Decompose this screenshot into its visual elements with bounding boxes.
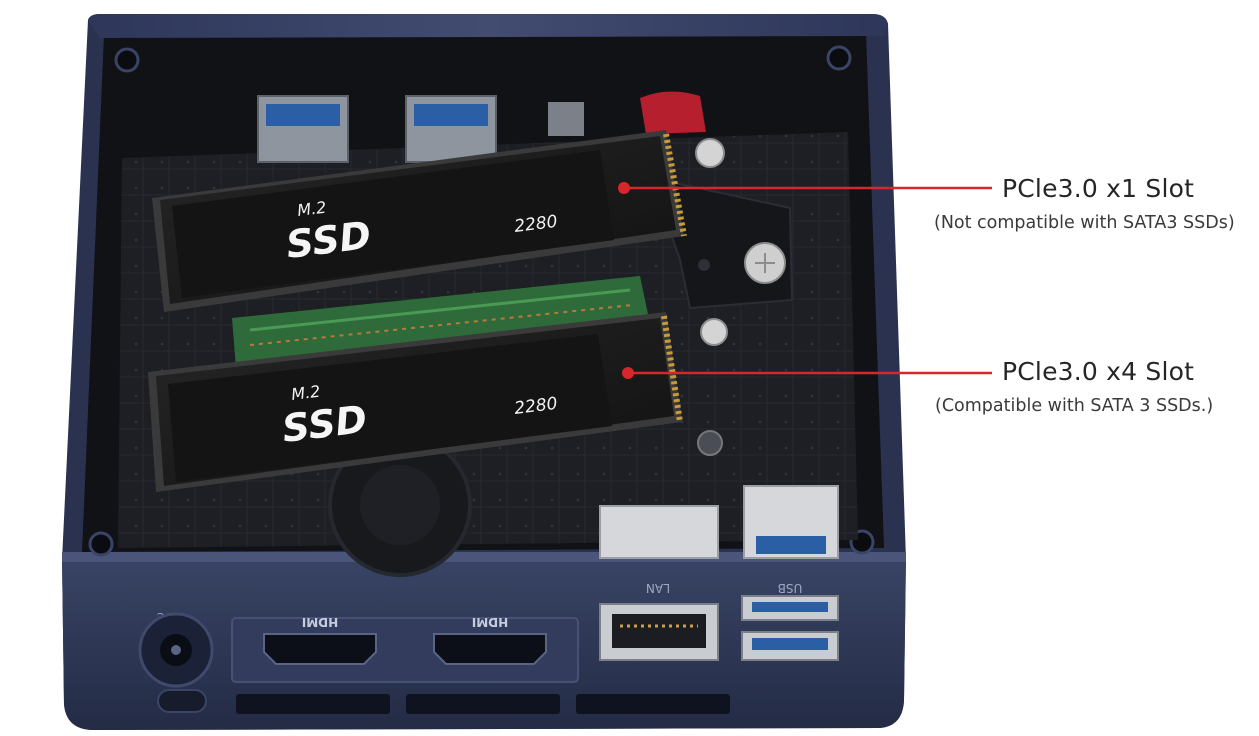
ssd-top-type-label: SSD xyxy=(284,213,374,267)
rear-usb-ports xyxy=(257,95,584,163)
internal-jacks xyxy=(599,485,839,559)
hdmi-port-1 xyxy=(263,633,377,665)
hdmi-port-2 xyxy=(433,633,547,665)
vent-slot-3 xyxy=(576,694,730,714)
usb-port-label: USB xyxy=(778,581,803,595)
ssd-top-form-label: M.2 xyxy=(296,198,327,220)
lan-port-label: LAN xyxy=(646,581,670,595)
hdmi-1-label: HDMI xyxy=(302,615,338,629)
ssd-top: M.2 SSD 2280 xyxy=(152,130,687,312)
callout-line-x4 xyxy=(622,367,992,379)
hdmi-2-label: HDMI xyxy=(472,615,508,629)
front-io-panel: DC HDMI HDMI LAN USB xyxy=(138,581,839,714)
pcie-x1-slot-note: (Not compatible with SATA3 SSDs) xyxy=(934,213,1235,233)
vent-slot-2 xyxy=(406,694,560,714)
pcie-x1-slot-title: PCle3.0 x1 Slot xyxy=(1002,174,1195,203)
pcie-x4-slot-note: (Compatible with SATA 3 SSDs.) xyxy=(935,396,1214,416)
screw-hole-bl xyxy=(88,531,114,557)
ssd-bottom-form-label: M.2 xyxy=(290,382,321,404)
ssd-bottom-type-label: SSD xyxy=(280,397,370,451)
pcie-x4-slot-title: PCle3.0 x4 Slot xyxy=(1002,357,1195,386)
ssd-bottom: M.2 SSD 2280 xyxy=(148,312,683,492)
screw-hole-tl xyxy=(114,47,140,73)
power-button xyxy=(157,689,207,713)
screw-hole-tr xyxy=(826,45,852,71)
callout-line-x1 xyxy=(618,182,992,194)
vent-slot-1 xyxy=(236,694,390,714)
